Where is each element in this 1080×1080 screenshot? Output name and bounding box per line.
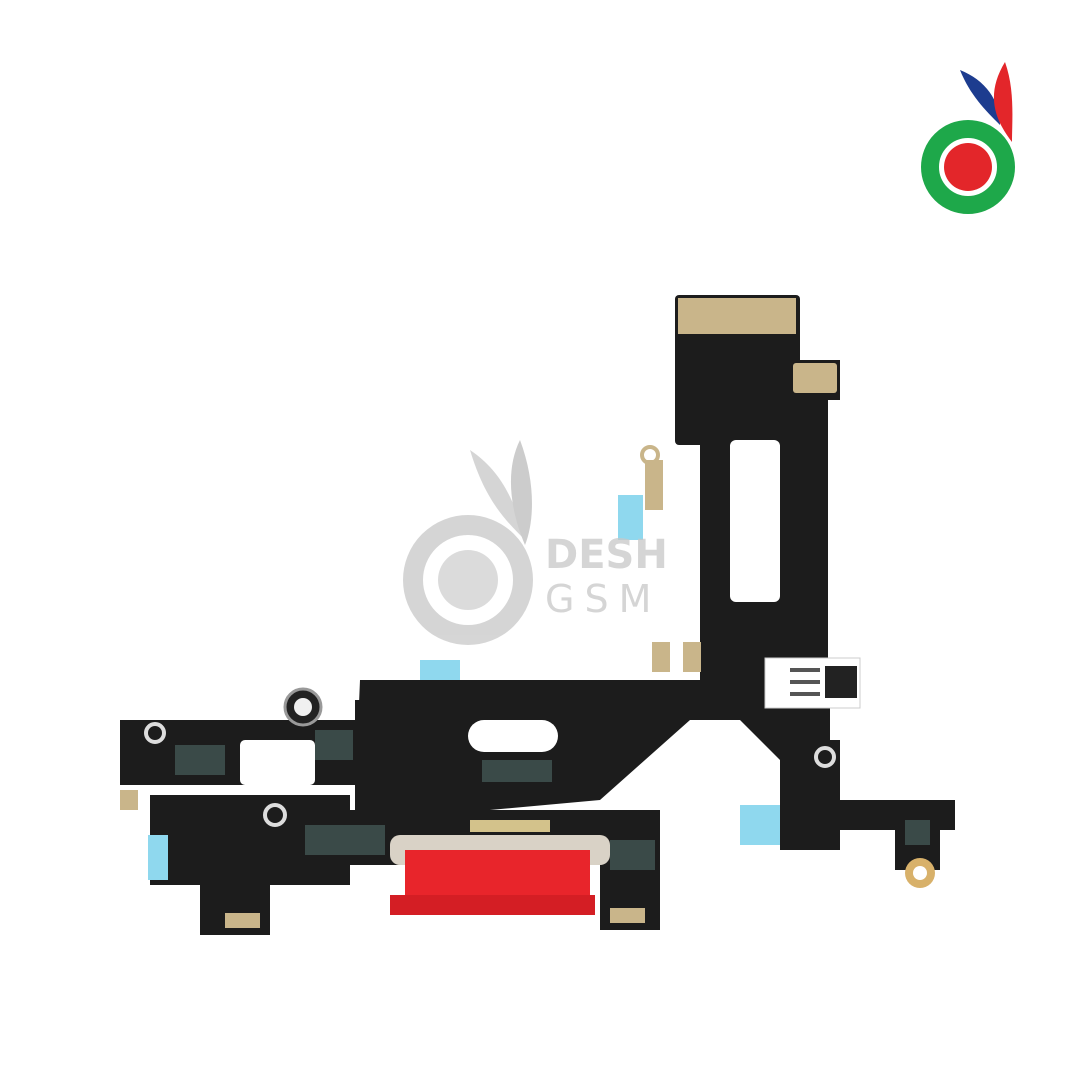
- cutouts: [240, 440, 780, 785]
- brand-logo: [921, 62, 1015, 214]
- components: [175, 730, 930, 870]
- watermark-line2: GSM: [545, 577, 661, 621]
- charging-port: [390, 820, 610, 915]
- barcode-label: [764, 657, 861, 709]
- gold-contacts: [120, 298, 935, 928]
- watermark-line1: DESH: [545, 532, 668, 578]
- blue-tape: [148, 495, 780, 880]
- watermark-logo: DESH GSM: [403, 440, 668, 645]
- microphone-ring: [283, 687, 323, 727]
